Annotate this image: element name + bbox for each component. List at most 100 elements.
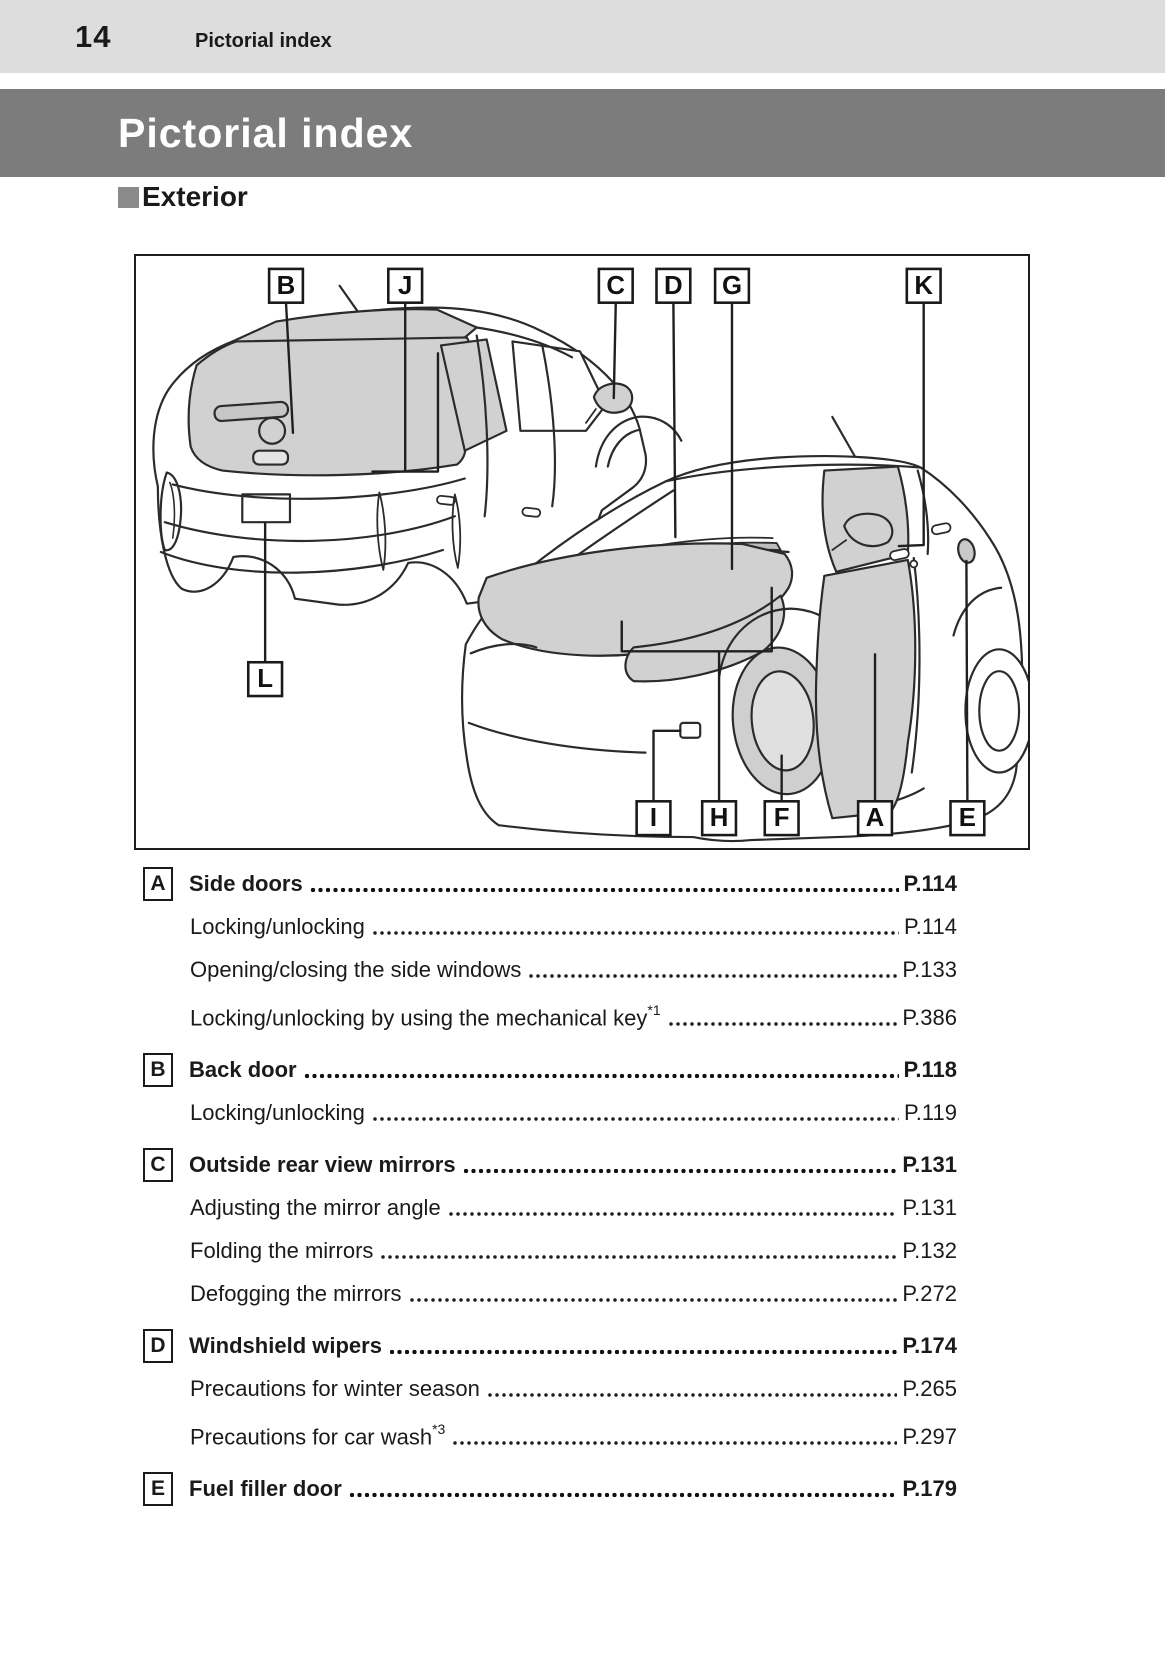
page-ref: P.179: [902, 1475, 957, 1501]
dot-leader: [452, 1437, 898, 1447]
index-subentry: Folding the mirrors P.132: [143, 1229, 957, 1272]
callout-J: J: [387, 267, 424, 304]
dot-leader: [408, 1294, 898, 1304]
callout-G: G: [713, 267, 751, 304]
index-entry-wipers: D Windshield wipers P.174: [143, 1324, 957, 1367]
callout-K: K: [905, 267, 942, 304]
taillight: [159, 471, 183, 552]
callouts: B J C D G K L I: [246, 267, 986, 837]
running-header-title: Pictorial index: [195, 30, 332, 52]
page-ref: P.272: [902, 1280, 957, 1306]
svg-text:E: E: [959, 804, 976, 832]
footnote-marker: *3: [432, 1420, 446, 1437]
page-number: 14: [75, 19, 112, 54]
section-heading-label: Exterior: [142, 181, 248, 212]
section-heading: Exterior: [118, 180, 248, 214]
pictorial-index-list: A Side doors P.114 Locking/unlocking P.1…: [143, 862, 957, 1510]
side-door-shade: [814, 558, 917, 820]
subentry-label: Folding the mirrors: [190, 1237, 374, 1263]
subentry-label: Locking/unlocking: [190, 1099, 365, 1125]
entry-label: Windshield wipers: [189, 1332, 382, 1358]
page-ref: P.114: [903, 913, 957, 939]
back-door-shade: [187, 336, 477, 477]
square-bullet-icon: [118, 186, 139, 208]
dot-leader: [528, 970, 898, 980]
leader-B: [284, 301, 295, 434]
callout-F: F: [763, 800, 800, 837]
license-garnish: [252, 449, 290, 466]
index-subentry: Locking/unlocking P.114: [143, 905, 957, 948]
callout-A: A: [856, 800, 894, 837]
leader-D: [672, 301, 677, 539]
callout-H: H: [700, 800, 738, 837]
front-car-antenna: [831, 415, 858, 460]
page-ref: P.118: [903, 1056, 957, 1082]
rear-car-door-handle: [436, 494, 542, 518]
entry-label: Outside rear view mirrors: [189, 1151, 456, 1177]
chapter-title: Pictorial index: [118, 109, 414, 156]
front-car-illustration: [461, 415, 1028, 843]
index-subentry: Opening/closing the side windows P.133: [143, 948, 957, 991]
fog-lamp: [679, 721, 702, 739]
dot-leader: [348, 1489, 898, 1499]
side-window: [511, 340, 607, 432]
subentry-label: Opening/closing the side windows: [190, 956, 522, 982]
leader-I: [652, 729, 682, 803]
entry-letter-box: B: [143, 1052, 173, 1087]
callout-I: I: [635, 800, 672, 837]
dot-leader: [371, 1113, 899, 1123]
entry-letter-box: A: [143, 866, 173, 901]
svg-text:C: C: [606, 272, 625, 300]
dot-leader: [486, 1389, 898, 1399]
svg-text:A: A: [866, 804, 885, 832]
entry-label: Side doors: [189, 870, 303, 896]
entry-label: Fuel filler door: [189, 1475, 342, 1501]
entry-letter-box: D: [143, 1328, 173, 1363]
exterior-diagram-frame: B J C D G K L I: [134, 254, 1030, 850]
svg-text:B: B: [277, 272, 296, 300]
index-entry-side-doors: A Side doors P.114: [143, 862, 957, 905]
dot-leader: [309, 884, 899, 894]
dot-leader: [667, 1018, 898, 1028]
page-ref: P.265: [902, 1375, 957, 1401]
running-header: 14 Pictorial index: [0, 0, 1165, 73]
page-ref: P.131: [902, 1194, 957, 1220]
footnote-marker: *1: [647, 1001, 661, 1018]
dot-leader: [303, 1070, 899, 1080]
subentry-label: Locking/unlocking by using the mechanica…: [190, 1001, 661, 1031]
callout-B: B: [267, 267, 305, 304]
page-ref: P.114: [903, 870, 957, 896]
page-ref: P.297: [902, 1423, 957, 1449]
dot-leader: [371, 927, 899, 937]
index-subentry: Adjusting the mirror angle P.131: [143, 1186, 957, 1229]
index-entry-mirrors: C Outside rear view mirrors P.131: [143, 1143, 957, 1186]
svg-text:I: I: [650, 804, 657, 832]
dot-leader: [380, 1251, 898, 1261]
leader-E: [965, 559, 969, 803]
subentry-label: Locking/unlocking: [190, 913, 365, 939]
callout-E: E: [949, 800, 986, 837]
page-ref: P.174: [902, 1332, 957, 1358]
subentry-label: Adjusting the mirror angle: [190, 1194, 441, 1220]
rear-car-illustration: [152, 284, 683, 606]
front-car-door-handle: [889, 522, 952, 569]
bracket-H: [620, 586, 773, 653]
index-subentry: Defogging the mirrors P.272: [143, 1272, 957, 1315]
emblem: [258, 416, 287, 445]
dot-leader: [447, 1208, 898, 1218]
index-subentry: Locking/unlocking by using the mechanica…: [143, 996, 957, 1039]
svg-text:L: L: [257, 665, 273, 693]
page-ref: P.133: [902, 956, 957, 982]
exterior-diagram: B J C D G K L I: [152, 267, 1028, 843]
index-subentry: Precautions for winter season P.265: [143, 1367, 957, 1410]
page-ref: P.386: [902, 1004, 957, 1030]
quarter-glass-shade: [439, 338, 508, 452]
page-ref: P.132: [902, 1237, 957, 1263]
callout-L: L: [246, 660, 284, 698]
fuel-filler-door: [957, 538, 976, 564]
callout-D: D: [655, 267, 692, 304]
svg-text:D: D: [664, 272, 683, 300]
entry-letter-box: E: [143, 1471, 173, 1506]
leader-lines: [263, 301, 969, 803]
entry-letter-box: C: [143, 1147, 173, 1182]
